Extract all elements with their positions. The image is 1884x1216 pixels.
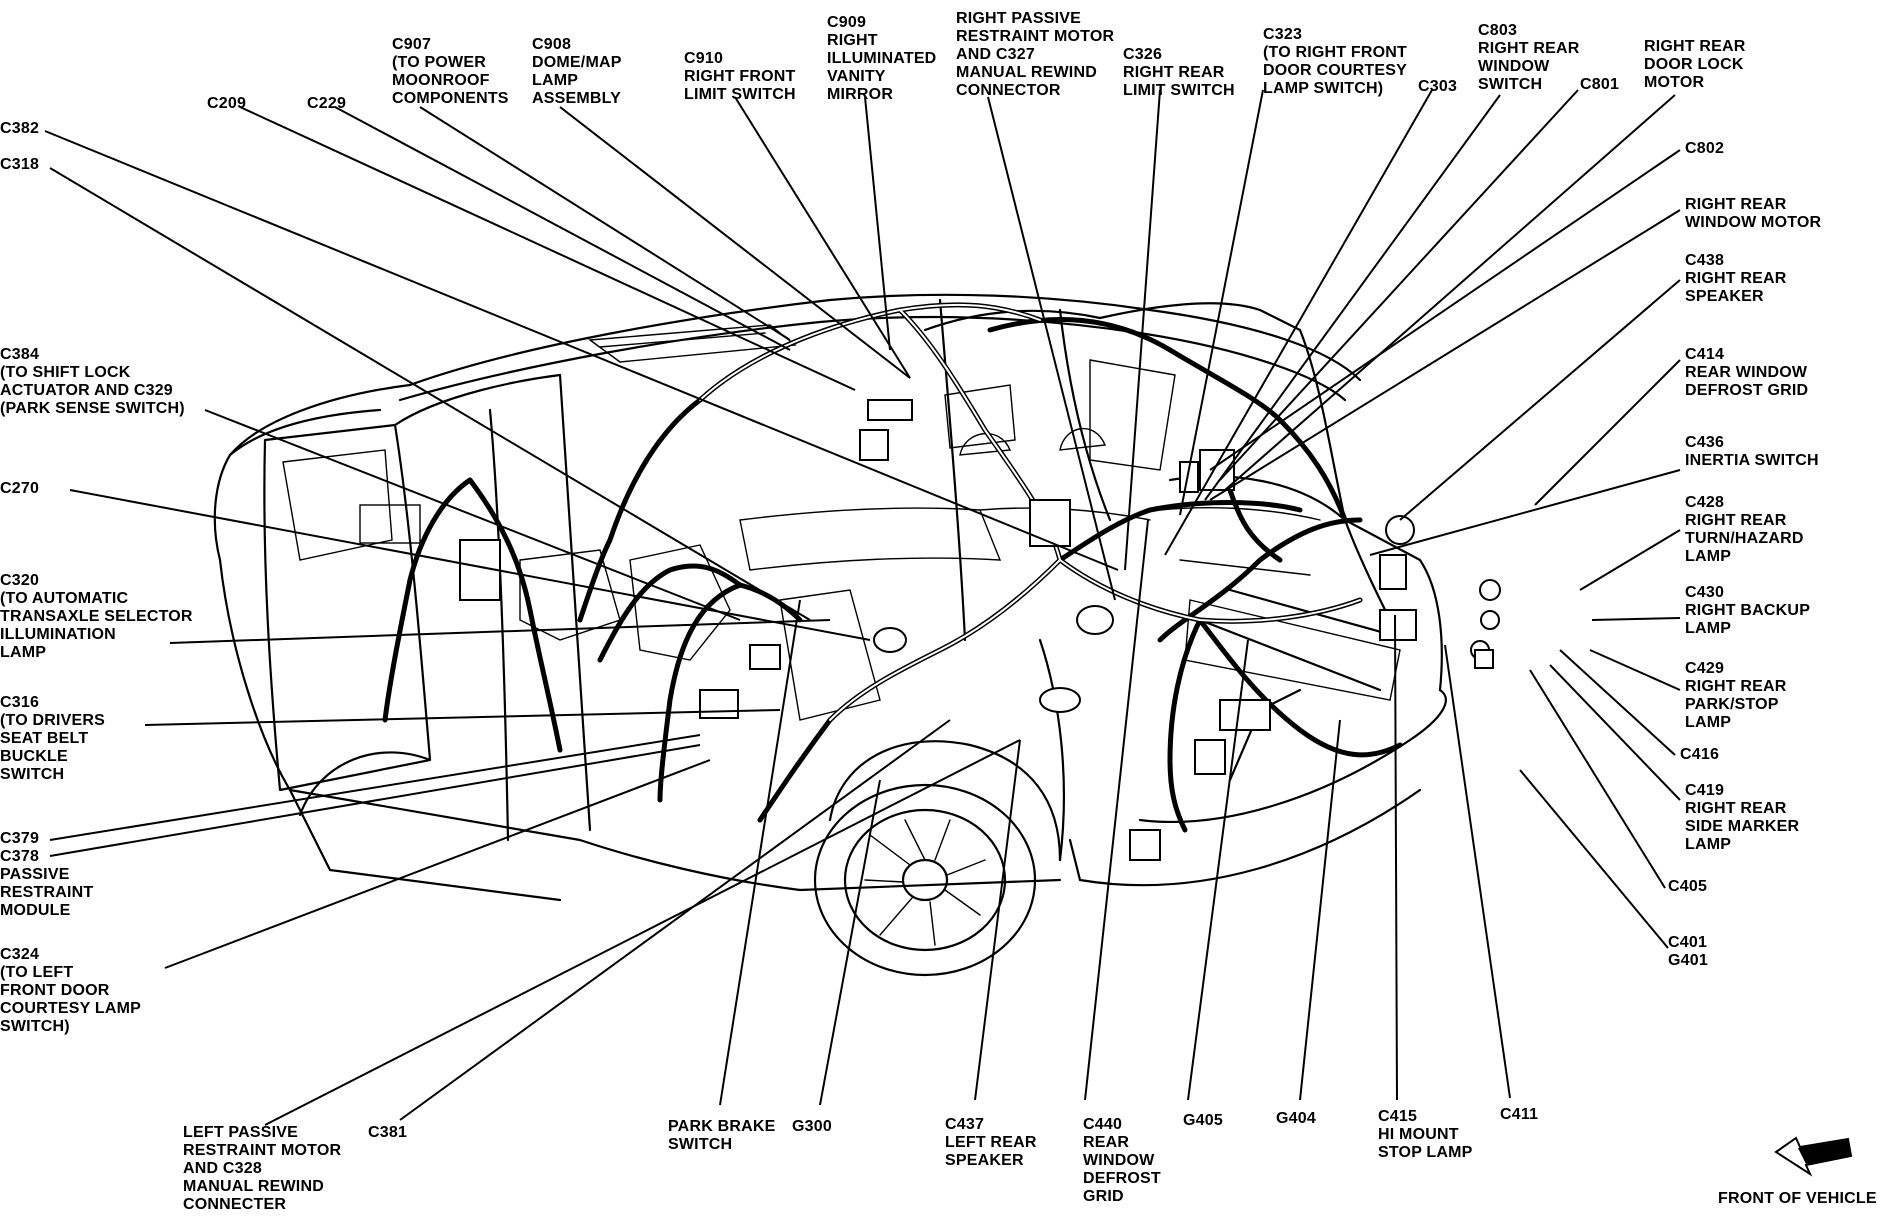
label-c430: C430 RIGHT BACKUP LAMP	[1685, 584, 1811, 637]
label-c909: C909 RIGHT ILLUMINATED VANITY MIRROR	[827, 14, 937, 103]
label-g405: G405	[1183, 1112, 1223, 1129]
label-c318: C318	[0, 156, 40, 173]
label-right-rear-window-motor: RIGHT REAR WINDOW MOTOR	[1685, 196, 1822, 231]
label-c323: C323 (TO RIGHT FRONT DOOR COURTESY LAMP …	[1263, 26, 1408, 97]
label-c414: C414 REAR WINDOW DEFROST GRID	[1685, 346, 1809, 399]
label-c270: C270	[0, 480, 40, 497]
label-front-of-vehicle: FRONT OF VEHICLE	[1718, 1190, 1877, 1207]
leader-lines	[44, 89, 1681, 1126]
label-c803: C803 RIGHT REAR WINDOW SWITCH	[1478, 22, 1580, 93]
label-c384: C384 (TO SHIFT LOCK ACTUATOR AND C329 (P…	[0, 346, 185, 417]
label-c907: C907 (TO POWER MOONROOF COMPONENTS	[392, 36, 509, 107]
label-left-passive-restraint-motor: LEFT PASSIVE RESTRAINT MOTOR AND C328 MA…	[183, 1124, 342, 1213]
label-c415: C415 HI MOUNT STOP LAMP	[1378, 1108, 1473, 1161]
label-g300: G300	[792, 1118, 832, 1135]
label-c436: C436 INERTIA SWITCH	[1685, 434, 1819, 469]
label-c401-g401: C401 G401	[1668, 934, 1708, 969]
label-c429: C429 RIGHT REAR PARK/STOP LAMP	[1685, 660, 1787, 731]
label-c326: C326 RIGHT REAR LIMIT SWITCH	[1123, 46, 1235, 99]
label-c405: C405	[1668, 878, 1708, 895]
label-c438: C438 RIGHT REAR SPEAKER	[1685, 252, 1787, 305]
label-c324: C324 (TO LEFT FRONT DOOR COURTESY LAMP S…	[0, 946, 141, 1035]
label-c440: C440 REAR WINDOW DEFROST GRID	[1083, 1116, 1161, 1205]
front-arrow-icon	[1774, 1136, 1853, 1177]
label-c437: C437 LEFT REAR SPEAKER	[945, 1116, 1037, 1169]
label-c416: C416	[1680, 746, 1720, 763]
label-c419: C419 RIGHT REAR SIDE MARKER LAMP	[1685, 782, 1800, 853]
label-c411: C411	[1500, 1106, 1539, 1123]
label-c379-c378: C379 C378 PASSIVE RESTRAINT MODULE	[0, 830, 94, 919]
label-c303: C303	[1418, 78, 1458, 95]
label-c320: C320 (TO AUTOMATIC TRANSAXLE SELECTOR IL…	[0, 572, 193, 661]
label-c910: C910 RIGHT FRONT LIMIT SWITCH	[684, 50, 796, 103]
label-c382: C382	[0, 120, 40, 137]
label-c908: C908 DOME/MAP LAMP ASSEMBLY	[532, 36, 622, 107]
label-right-rear-door-lock-motor: RIGHT REAR DOOR LOCK MOTOR	[1644, 38, 1746, 91]
label-c209: C209	[207, 95, 247, 112]
label-g404: G404	[1276, 1110, 1316, 1127]
label-right-passive-restraint-motor: RIGHT PASSIVE RESTRAINT MOTOR AND C327 M…	[956, 10, 1115, 99]
components	[459, 399, 1501, 861]
label-c802: C802	[1685, 140, 1725, 157]
label-c801: C801	[1580, 76, 1620, 93]
label-c428: C428 RIGHT REAR TURN/HAZARD LAMP	[1685, 494, 1804, 565]
label-c381: C381	[368, 1124, 408, 1141]
label-c229: C229	[307, 95, 347, 112]
label-park-brake-switch: PARK BRAKE SWITCH	[668, 1118, 776, 1153]
label-c316: C316 (TO DRIVERS SEAT BELT BUCKLE SWITCH	[0, 694, 106, 783]
